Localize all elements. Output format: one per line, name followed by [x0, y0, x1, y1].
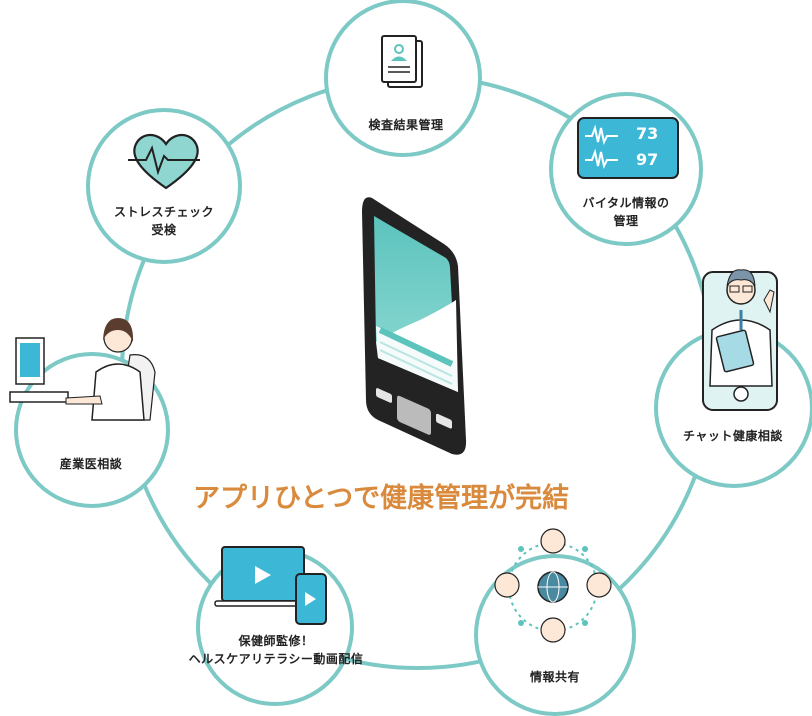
feature-share-label: 情報共有 [529, 670, 581, 684]
feature-vital-label: バイタル情報の 管理 [582, 196, 670, 228]
feature-chat-label: チャット健康相談 [683, 429, 783, 443]
vital-value-bottom: 97 [636, 150, 658, 169]
feature-video-label: 保健師監修！ ヘルスケアリテラシー動画配信 [188, 634, 364, 666]
feature-exam-label: 検査結果管理 [368, 118, 444, 132]
feature-industrial-label: 産業医相談 [59, 457, 123, 471]
headline: アプリひとつで健康管理が完結 [193, 483, 570, 514]
vital-value-top: 73 [636, 124, 658, 143]
feature-stress-label: ストレスチェック 受検 [113, 205, 215, 237]
